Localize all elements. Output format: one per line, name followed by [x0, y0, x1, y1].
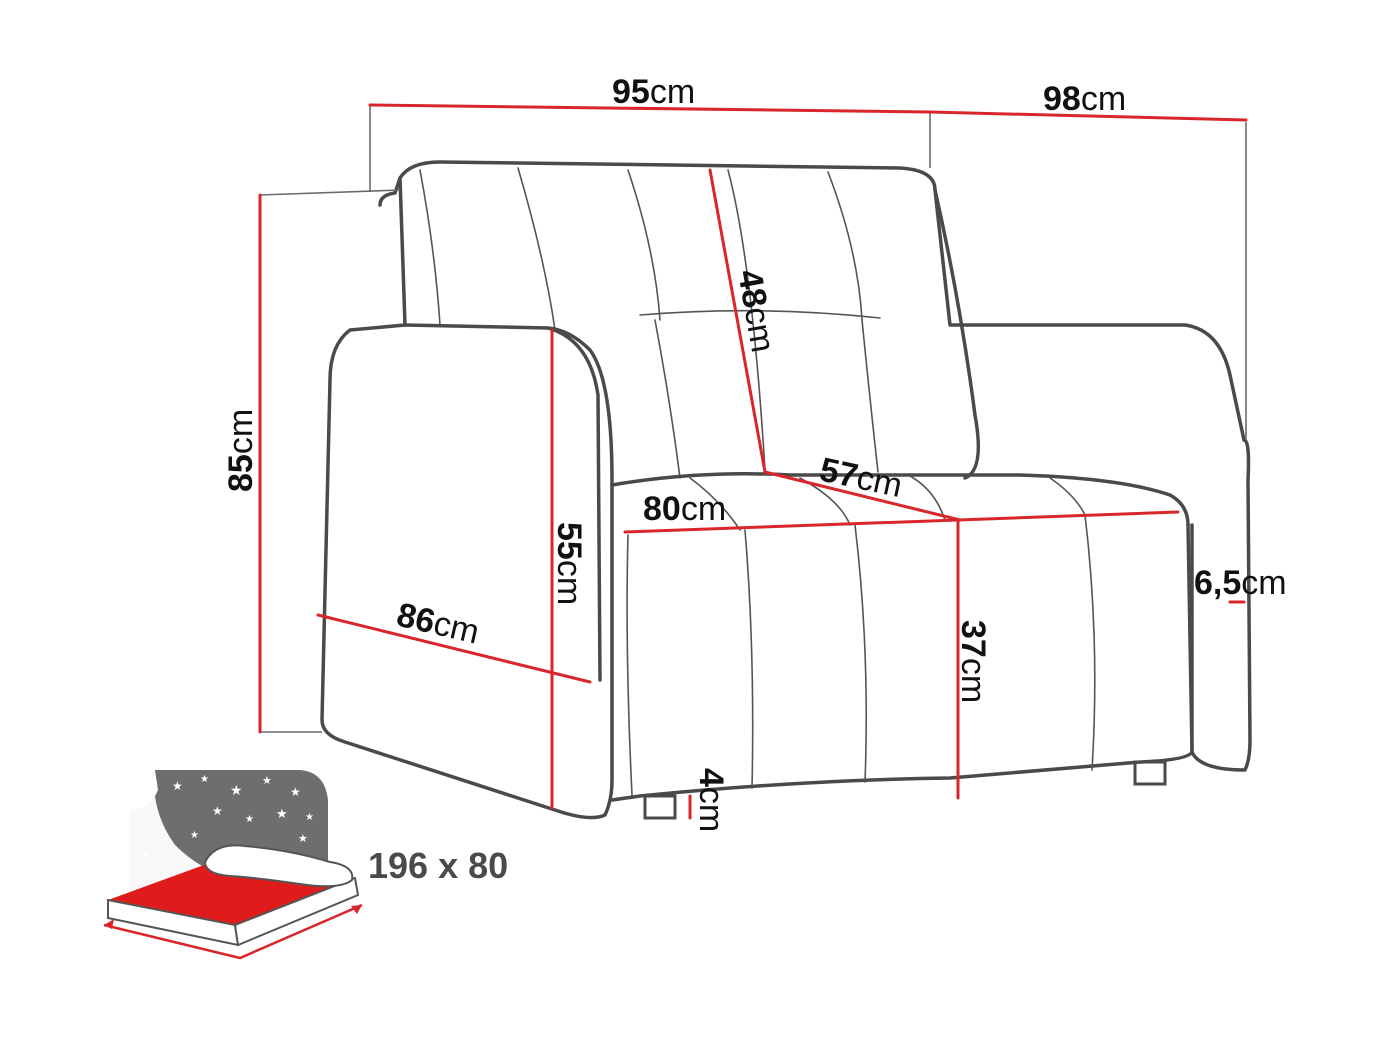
bed-dim-line [103, 903, 363, 960]
svg-text:★: ★ [190, 830, 199, 841]
label-seat-width: 80cm [643, 490, 726, 528]
svg-text:★: ★ [305, 812, 314, 823]
svg-text:★: ★ [212, 804, 223, 818]
label-height: 85cm [222, 409, 260, 492]
sofa-back-foot [1133, 760, 1167, 786]
label-backrest-height: 48cm [730, 267, 782, 355]
dim-line-width [368, 103, 932, 114]
seat-seams [626, 475, 1096, 796]
dimension-lines [258, 103, 1248, 820]
svg-text:★: ★ [290, 785, 301, 799]
label-seat-depth: 57cm [816, 451, 905, 505]
label-width: 95cm [612, 73, 695, 111]
svg-text:★: ★ [230, 783, 243, 799]
svg-text:★: ★ [172, 779, 183, 793]
mattress-side [233, 876, 360, 947]
sofa-right-armrest [1186, 438, 1252, 772]
stars: ★ ★ ★ ★ ★ ★ ★ ★ ★ ★ ★ ★ ★ [140, 774, 314, 883]
sofa-left-armrest [320, 323, 614, 820]
label-armrest-width: 6,5cm [1194, 564, 1287, 602]
dim-line-seat-depth [763, 470, 962, 522]
sleeping-area-label: 196 x 80 [368, 845, 508, 886]
label-depth-open: 98cm [1043, 80, 1126, 118]
sofa-seat-top [610, 472, 1190, 527]
sofa-front-foot [643, 794, 677, 820]
label-depth: 86cm [393, 596, 483, 652]
sofa-drawing [320, 160, 1252, 820]
svg-text:★: ★ [160, 870, 170, 883]
label-leg-height: 4cm [692, 768, 730, 832]
label-armrest-height: 55cm [550, 522, 588, 605]
backrest-seams [419, 167, 881, 479]
sofa-backrest [378, 160, 1246, 442]
dimension-labels: 95cm 98cm 85cm 48cm 57cm 80cm 55cm 86cm … [222, 73, 1287, 832]
dim-line-backrest [708, 168, 767, 474]
extension-lines [259, 105, 1247, 733]
dim-line-depth-open [928, 110, 1248, 122]
svg-text:★: ★ [200, 774, 209, 785]
bed-with-pillow-and-starry-sky-icon: ★ ★ ★ ★ ★ ★ ★ ★ ★ ★ ★ ★ ★ [103, 770, 363, 960]
sofa-backrest-bottom [933, 188, 981, 480]
sofa-backrest-front [398, 176, 407, 327]
sofa-seat-front [610, 523, 1194, 802]
svg-text:★: ★ [298, 832, 308, 845]
label-seat-height: 37cm [954, 620, 992, 703]
sofa-left-armrest-edge [546, 326, 602, 682]
svg-text:★: ★ [140, 850, 149, 861]
dim-line-depth [316, 613, 592, 684]
svg-text:★: ★ [245, 814, 254, 825]
pillow-icon [203, 844, 354, 888]
svg-text:★: ★ [262, 774, 272, 787]
svg-text:★: ★ [276, 807, 288, 822]
dim-line-seat-width [623, 510, 1180, 534]
